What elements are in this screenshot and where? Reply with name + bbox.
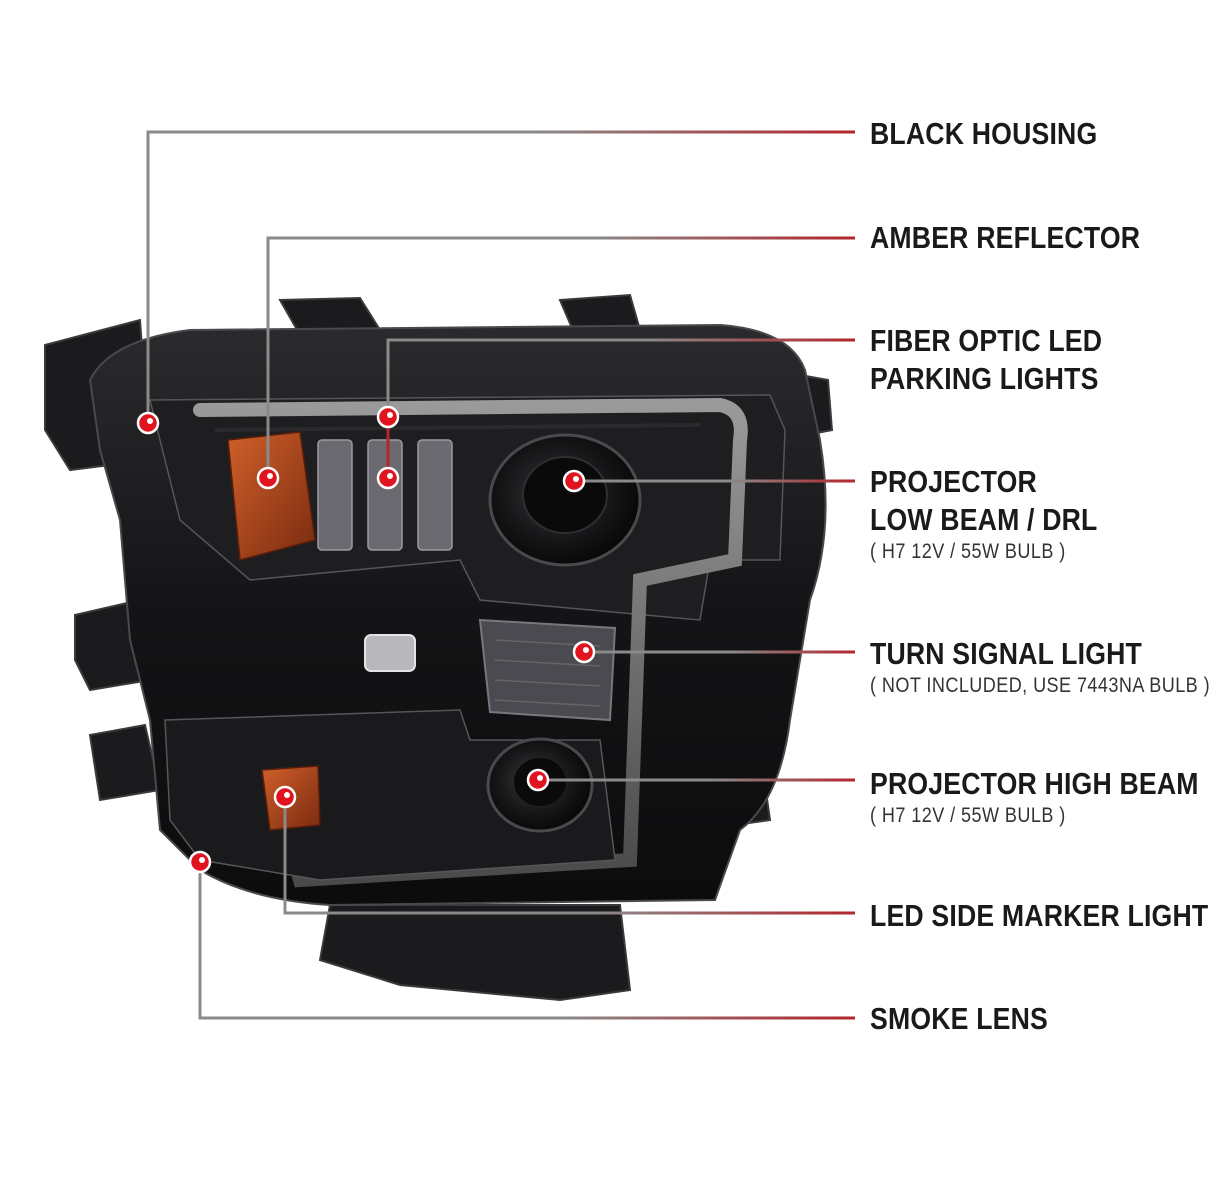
leader-line-amber-reflector (266, 236, 855, 478)
callout-dot-fiber-optic-2 (376, 466, 400, 490)
callout-dot-turn-signal (572, 640, 596, 664)
parking-light-blades (317, 439, 453, 551)
label-black-housing: BLACK HOUSING (870, 115, 1097, 153)
callout-dot-fiber-optic (376, 405, 400, 429)
label-projector-high-line-0: PROJECTOR HIGH BEAM (870, 766, 1199, 801)
label-side-marker-line-0: LED SIDE MARKER LIGHT (870, 898, 1209, 933)
label-projector-high: PROJECTOR HIGH BEAM ( H7 12V / 55W BULB ) (870, 765, 1199, 829)
callout-dot-projector-high (526, 768, 550, 792)
callout-dot-black-housing (136, 411, 160, 435)
label-black-housing-line-0: BLACK HOUSING (870, 116, 1098, 151)
callout-dot-smoke-lens (188, 850, 212, 874)
label-smoke-lens: SMOKE LENS (870, 1000, 1048, 1038)
fiber-optic-bar (193, 397, 748, 888)
callout-dot-amber-reflector (256, 466, 280, 490)
label-turn-signal-bulb-note: ( NOT INCLUDED, USE 7443NA BULB ) (870, 674, 1210, 697)
smoke-lens-upper (149, 394, 786, 621)
leader-line-smoke-lens (198, 862, 855, 1020)
leader-line-fiber-optic (386, 338, 855, 417)
leader-line-side-marker (283, 797, 855, 915)
amber-reflector-upper (227, 431, 316, 561)
label-projector-low-line-0: PROJECTOR (870, 464, 1037, 499)
label-turn-signal-line-0: TURN SIGNAL LIGHT (870, 636, 1142, 671)
label-fiber-optic-line-1: PARKING LIGHTS (870, 361, 1099, 396)
leader-lines (146, 130, 855, 1020)
leader-line-black-housing (146, 130, 855, 423)
label-amber-reflector: AMBER REFLECTOR (870, 219, 1140, 257)
projector-low-beam (488, 433, 642, 567)
label-amber-reflector-line-0: AMBER REFLECTOR (870, 220, 1141, 255)
label-turn-signal: TURN SIGNAL LIGHT ( NOT INCLUDED, USE 744… (870, 635, 1210, 699)
label-projector-low-bulb-note: ( H7 12V / 55W BULB ) (870, 540, 1066, 563)
chrome-adjuster-tab (364, 634, 416, 672)
label-side-marker: LED SIDE MARKER LIGHT (870, 897, 1208, 935)
callout-dot-side-marker (273, 785, 297, 809)
label-fiber-optic-line-0: FIBER OPTIC LED (870, 323, 1103, 358)
callout-dot-projector-low (562, 469, 586, 493)
callout-dots (136, 405, 596, 874)
label-smoke-lens-line-0: SMOKE LENS (870, 1001, 1048, 1036)
label-projector-high-bulb-note: ( H7 12V / 55W BULB ) (870, 804, 1066, 827)
fiber-optic-bar-inner (214, 423, 701, 432)
label-projector-low-line-1: LOW BEAM / DRL (870, 502, 1098, 537)
